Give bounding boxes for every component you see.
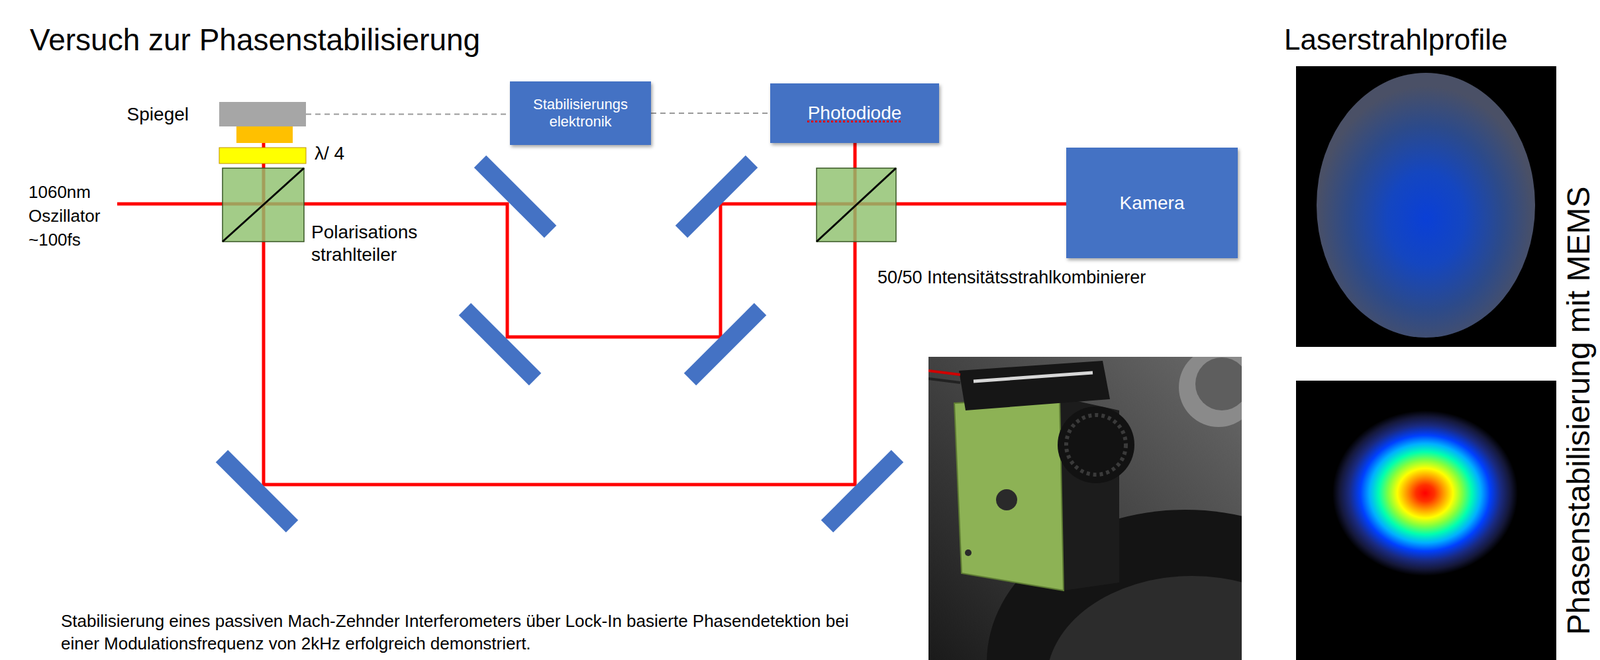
control-link — [650, 112, 771, 114]
laser-beam-path — [263, 143, 855, 485]
waveplate-label: λ/ 4 — [314, 141, 345, 165]
photo-green-plate — [954, 397, 1064, 591]
photo-knob — [1057, 406, 1135, 484]
beam-splitter-diagonal — [222, 168, 304, 242]
mirror — [215, 450, 299, 533]
photo-mems-chip — [973, 372, 1093, 382]
profile-background — [1296, 380, 1557, 660]
beam-splitter-cube — [222, 168, 304, 242]
node-label: Spiegel — [127, 103, 189, 126]
mirror — [821, 450, 904, 533]
photo-post — [1195, 357, 1242, 411]
title: Versuch zur Phasenstabilisierung — [29, 21, 481, 60]
photo-hole — [996, 489, 1018, 511]
mirror — [458, 303, 542, 386]
node-label: Stabilisierungs elektronik — [519, 96, 642, 132]
laser-beam — [117, 143, 1067, 485]
control-link — [305, 113, 510, 116]
mirror — [684, 303, 767, 386]
mirror — [474, 155, 557, 238]
photo-wire — [928, 370, 961, 375]
node-label: Kamera — [1119, 192, 1185, 215]
profile-spot — [1332, 410, 1518, 577]
photo-knob-ridges — [1066, 415, 1126, 475]
quarter-wave-plate — [219, 147, 306, 164]
beam-profile-top — [1296, 66, 1557, 348]
camera-box: Kamera — [1066, 147, 1238, 259]
mirrors — [215, 155, 904, 533]
photo-post — [1178, 356, 1242, 428]
beam-combiner-cube — [816, 168, 897, 242]
photodiode-box: Photodiode — [770, 83, 940, 144]
mirror-mount — [236, 126, 293, 144]
combiner-label: 50/50 Intensitätsstrahlkombinierer — [877, 266, 1146, 290]
vertical-heading: Phasenstabilisierung mit MEMS — [1562, 186, 1598, 636]
beam-profile-bottom — [1296, 380, 1557, 660]
photo-hole — [964, 549, 972, 557]
profile-background — [1296, 66, 1557, 348]
splitter-label: Polarisations strahlteiler — [311, 221, 454, 267]
photo-holder — [958, 360, 1110, 411]
section-heading: Laserstrahlprofile — [1284, 21, 1508, 58]
caption: Stabilisierung eines passiven Mach-Zehnd… — [60, 610, 889, 656]
mems-photo — [928, 356, 1242, 660]
mirror: Spiegel — [219, 101, 306, 127]
mirror — [675, 155, 758, 238]
profile-spot — [1316, 72, 1536, 338]
photo-wire — [928, 378, 961, 383]
oscillator-label: 1060nm Oszillator ~100fs — [28, 180, 128, 252]
electronics-box: Stabilisierungs elektronik — [509, 81, 651, 146]
node-label: Photodiode — [807, 101, 902, 125]
beam-splitter — [222, 168, 304, 242]
beam-combiner-diagonal — [816, 168, 897, 242]
beam-combiner — [816, 168, 897, 242]
